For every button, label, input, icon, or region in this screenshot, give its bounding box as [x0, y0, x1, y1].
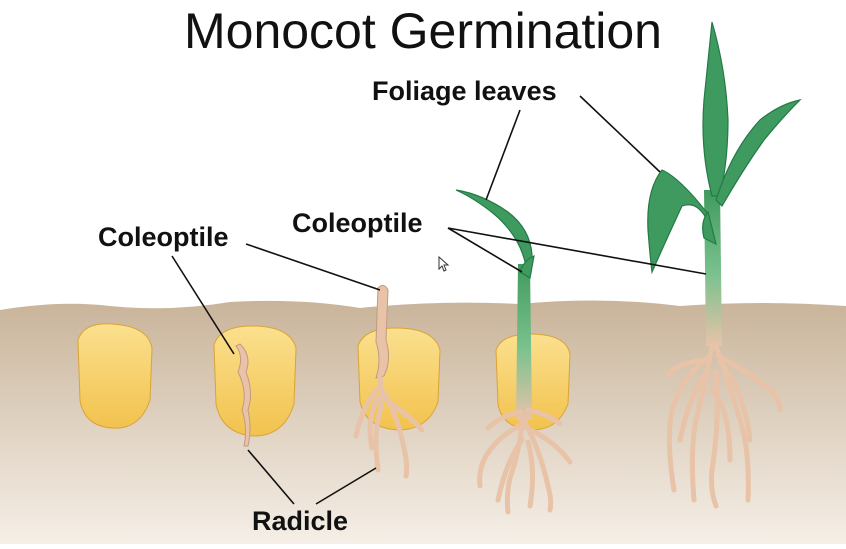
leader-line — [247, 449, 295, 505]
corn-kernel — [77, 323, 153, 429]
coleoptile-shoot — [375, 284, 390, 379]
root-strand — [715, 353, 783, 413]
label-radicle: Radicle — [252, 506, 349, 536]
leader-line — [245, 243, 381, 291]
root-strand — [477, 423, 523, 489]
leader-lines — [171, 95, 707, 505]
root-strand — [525, 407, 563, 427]
leader-line — [579, 95, 661, 173]
leader-line — [315, 467, 377, 505]
root-strand — [677, 367, 711, 443]
radicle-shoot — [235, 343, 252, 447]
coleoptile-sheath — [702, 210, 717, 246]
root-strand — [485, 409, 523, 431]
leader-line — [447, 227, 523, 273]
seedling-roots — [353, 375, 425, 479]
root-strand — [666, 353, 713, 493]
coleoptile-sheath — [519, 255, 535, 279]
foliage-leaf — [715, 99, 802, 207]
root-strand — [521, 417, 554, 513]
root-strand — [689, 343, 715, 503]
root-strand — [717, 359, 753, 443]
leader-line — [171, 255, 235, 355]
root-strand — [353, 383, 383, 439]
label-coleoptile-right: Coleoptile — [292, 208, 423, 238]
foliage-leaf — [702, 21, 729, 197]
root-strand — [709, 387, 733, 463]
root-strand — [383, 397, 425, 433]
stage-seed — [77, 323, 153, 429]
stage-first-leaf — [455, 189, 573, 515]
root-strand — [495, 437, 525, 503]
label-coleoptile-left: Coleoptile — [98, 222, 229, 252]
foliage-leaf — [647, 169, 709, 275]
root-strand — [665, 357, 709, 377]
stem — [516, 264, 532, 420]
seedling-roots — [665, 343, 783, 509]
stage-mature-seedling — [647, 21, 802, 509]
root-strand — [523, 425, 573, 465]
leader-line — [485, 109, 521, 201]
root-strand — [367, 395, 381, 451]
diagram-title: Monocot Germination — [183, 3, 662, 59]
root-strand — [525, 439, 536, 509]
foliage-leaf — [455, 189, 533, 267]
seedling-roots — [477, 407, 573, 515]
stage-shoot-rising — [353, 284, 441, 479]
leader-line — [447, 227, 707, 275]
root-strand — [504, 417, 525, 515]
label-foliage-leaves: Foliage leaves — [372, 76, 557, 106]
mouse-cursor-icon — [438, 256, 450, 272]
